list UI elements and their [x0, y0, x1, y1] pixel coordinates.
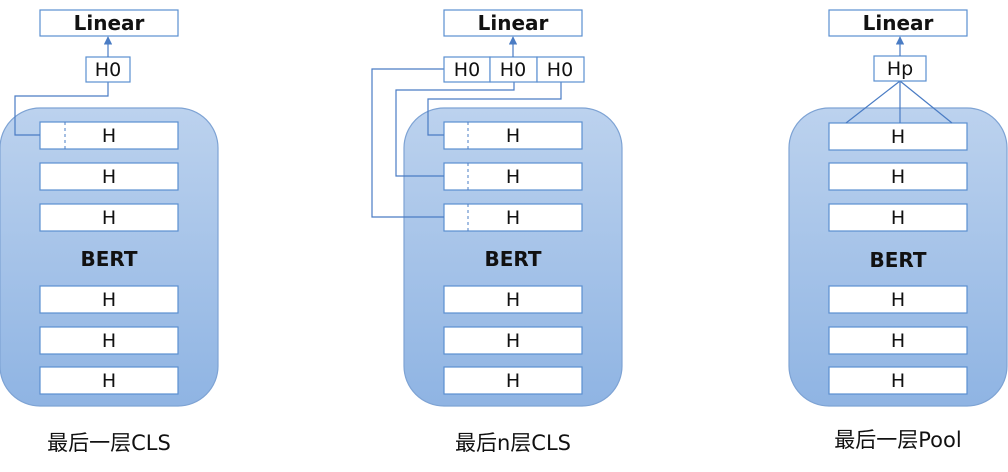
output-token-box: H0 — [489, 56, 538, 83]
pool-connector — [899, 80, 953, 124]
output-token-label: Hp — [887, 58, 913, 80]
layer-label: H — [891, 289, 905, 311]
layer-box: H — [828, 122, 968, 151]
layer-label: H — [506, 370, 520, 392]
layer-label: H — [891, 166, 905, 188]
linear-box: Linear — [828, 9, 968, 37]
layer-label: H — [102, 207, 116, 229]
layer-label: H — [506, 207, 520, 229]
cls-connector — [427, 82, 562, 136]
layer-box: H — [828, 203, 968, 232]
output-token-box: H0 — [443, 56, 491, 83]
cls-connector — [14, 82, 109, 136]
output-token-label: H0 — [454, 59, 480, 81]
layer-label: H — [506, 289, 520, 311]
cls-connector — [395, 82, 515, 177]
layer-box: H — [828, 366, 968, 395]
layer-label: H — [506, 330, 520, 352]
cls-connector — [371, 68, 444, 218]
pool-connector — [845, 80, 901, 124]
layer-box: H — [39, 285, 179, 314]
linear-box: Linear — [443, 9, 583, 37]
linear-label: Linear — [863, 11, 934, 35]
panel-last-n-layers-cls: H H H BERT H H H H0 — [371, 9, 623, 455]
linear-label: Linear — [478, 11, 549, 35]
layer-label: H — [102, 370, 116, 392]
layer-box: H — [443, 326, 583, 355]
output-token-label: H0 — [500, 59, 526, 81]
layer-label: H — [102, 289, 116, 311]
panel-caption: 最后一层Pool — [834, 428, 961, 452]
panel-last-layer-cls: H H H BERT H H H H0 — [0, 9, 219, 455]
layer-label: H — [891, 330, 905, 352]
layer-label: H — [891, 370, 905, 392]
layer-box: H — [39, 326, 179, 355]
layer-box: H — [39, 366, 179, 395]
bert-label: BERT — [80, 247, 137, 271]
output-token-box: Hp — [873, 55, 927, 82]
output-token-box: H0 — [85, 56, 131, 83]
layer-label: H — [102, 166, 116, 188]
layer-box: H — [443, 203, 583, 232]
output-token-label: H0 — [95, 59, 121, 81]
layer-box: H — [443, 162, 583, 191]
layer-box: H — [828, 326, 968, 355]
layer-label: H — [506, 166, 520, 188]
layer-label: H — [891, 126, 905, 148]
layer-box: H — [39, 162, 179, 191]
layer-label: H — [102, 330, 116, 352]
output-token-label: H0 — [547, 59, 573, 81]
panel-caption: 最后一层CLS — [47, 431, 171, 455]
linear-box: Linear — [39, 9, 179, 37]
output-token-box: H0 — [536, 56, 585, 83]
panel-caption: 最后n层CLS — [455, 431, 571, 455]
layer-label: H — [891, 207, 905, 229]
panel-last-layer-pool: H H H BERT H H H Hp — [788, 9, 1008, 452]
layer-box: H — [443, 121, 583, 150]
layer-box: H — [443, 285, 583, 314]
layer-label: H — [506, 125, 520, 147]
layer-box: H — [828, 285, 968, 314]
linear-label: Linear — [74, 11, 145, 35]
layer-box: H — [443, 366, 583, 395]
layer-box: H — [39, 203, 179, 232]
layer-box: H — [828, 162, 968, 191]
bert-label: BERT — [869, 248, 926, 272]
bert-label: BERT — [484, 247, 541, 271]
layer-box: H — [39, 121, 179, 150]
layer-label: H — [102, 125, 116, 147]
